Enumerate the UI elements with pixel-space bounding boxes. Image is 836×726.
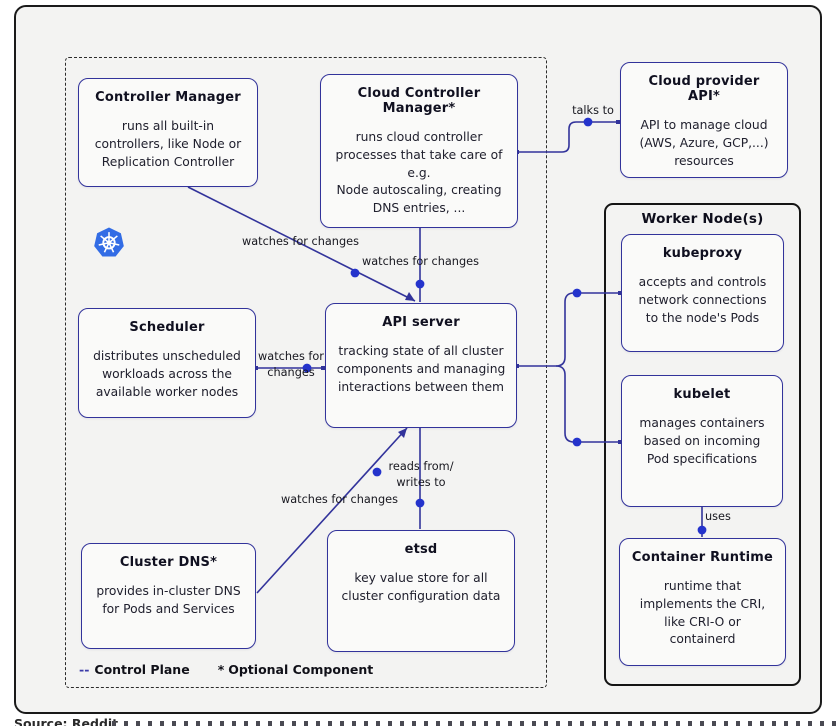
etsd-box: etsd key value store for all cluster con… xyxy=(327,530,515,652)
worker-node-title: Worker Node(s) xyxy=(641,211,764,227)
legend-optional-label: Optional Component xyxy=(228,662,374,677)
kubelet-box: kubelet manages containers based on inco… xyxy=(621,375,783,507)
edge-label-scheduler-watches: watches for changes xyxy=(258,350,324,379)
container-runtime-title: Container Runtime xyxy=(631,550,774,565)
cloud-provider-api-title: Cloud provider API* xyxy=(648,74,760,104)
api-server-title: API server xyxy=(382,315,460,330)
kubeproxy-title: kubeproxy xyxy=(662,246,743,261)
edge-label-ccm-watches: watches for changes xyxy=(362,255,479,268)
kubernetes-logo-icon xyxy=(94,227,124,257)
container-runtime-body: runtime that implements the CRI, like CR… xyxy=(639,579,766,647)
controller-manager-body: runs all built-in controllers, like Node… xyxy=(94,119,242,169)
edge-label-dns-watches: watches for changes xyxy=(281,493,398,506)
controller-manager-title: Controller Manager xyxy=(95,90,241,105)
edge-label-uses: uses xyxy=(705,510,731,523)
scheduler-body: distributes unscheduled workloads across… xyxy=(93,349,241,399)
source-note: Source: Reddit xyxy=(14,716,119,726)
legend-control-plane: -- Control Plane xyxy=(79,662,190,677)
cloud-provider-api-body: API to manage cloud (AWS, Azure, GCP,...… xyxy=(639,118,769,168)
scheduler-box: Scheduler distributes unscheduled worklo… xyxy=(78,308,256,418)
cluster-dns-title: Cluster DNS* xyxy=(119,555,218,570)
api-server-body: tracking state of all cluster components… xyxy=(336,344,506,394)
kubelet-title: kubelet xyxy=(673,387,731,402)
edge-label-talks-to: talks to xyxy=(572,104,614,117)
kubeproxy-body: accepts and controls network connections… xyxy=(638,275,767,325)
etsd-title: etsd xyxy=(404,542,438,557)
legend-dash-symbol: -- xyxy=(79,662,90,677)
control-plane-boundary xyxy=(65,57,547,688)
edge-label-reads-writes: reads from/ writes to xyxy=(388,460,454,489)
controller-manager-box: Controller Manager runs all built-in con… xyxy=(78,78,258,187)
edge-label-cm-watches: watches for changes xyxy=(242,235,359,248)
cloud-controller-manager-body: runs cloud controller processes that tak… xyxy=(335,130,503,216)
etsd-body: key value store for all cluster configur… xyxy=(341,571,501,603)
kubeproxy-box: kubeproxy accepts and controls network c… xyxy=(621,234,784,352)
legend-star-symbol: * xyxy=(217,662,225,677)
legend-control-plane-label: Control Plane xyxy=(94,662,190,677)
api-server-box: API server tracking state of all cluster… xyxy=(325,303,517,428)
cloud-controller-manager-box: Cloud Controller Manager* runs cloud con… xyxy=(320,74,518,228)
cloud-provider-api-box: Cloud provider API* API to manage cloud … xyxy=(620,62,788,178)
legend-optional-component: *Optional Component xyxy=(218,662,374,677)
container-runtime-box: Container Runtime runtime that implement… xyxy=(619,538,786,666)
cluster-dns-body: provides in-cluster DNS for Pods and Ser… xyxy=(96,584,241,616)
bottom-dashed-line xyxy=(112,721,836,726)
cloud-controller-manager-title: Cloud Controller Manager* xyxy=(357,86,481,116)
cluster-dns-box: Cluster DNS* provides in-cluster DNS for… xyxy=(81,543,256,649)
kubelet-body: manages containers based on incoming Pod… xyxy=(639,416,765,466)
scheduler-title: Scheduler xyxy=(129,320,205,335)
legend: -- Control Plane *Optional Component xyxy=(79,662,373,677)
